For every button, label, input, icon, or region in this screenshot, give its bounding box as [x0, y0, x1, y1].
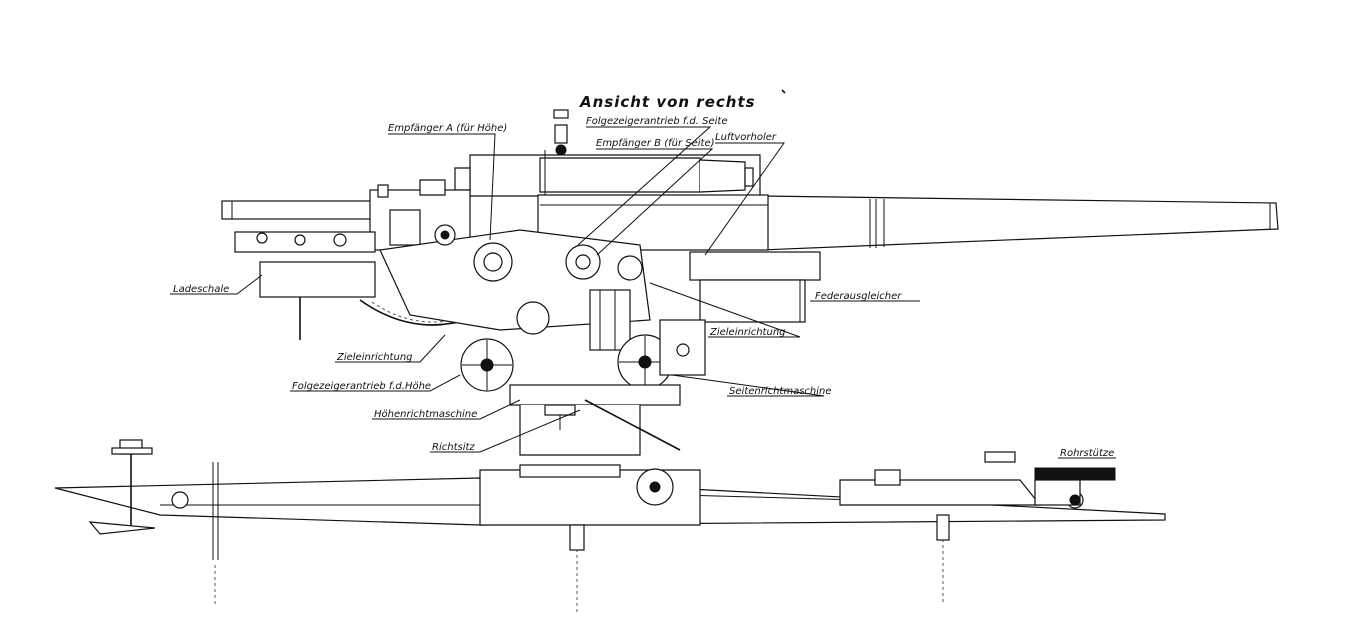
breech-assembly [221, 179, 471, 340]
label-folgezeiger-hoehe: Folgezeigerantrieb f.d.Höhe [292, 381, 431, 392]
label-folgezeiger-seite: Folgezeigerantrieb f.d. Seite [586, 116, 727, 127]
label-ladeschale: Ladeschale [173, 284, 229, 295]
sight-fittings [544, 109, 569, 195]
label-empfaenger-a: Empfänger A (für Höhe) [388, 123, 507, 134]
leader-lines [170, 126, 1116, 459]
label-richtsitz: Richtsitz [432, 442, 475, 453]
stray-mark [781, 89, 786, 94]
label-empfaenger-b: Empfänger B (für Seite) [596, 138, 715, 149]
label-federausgleicher: Federausgleicher [815, 291, 902, 302]
cruciform-carriage [54, 464, 1166, 526]
ground-spikes [569, 514, 950, 615]
barrel-rest [984, 451, 1116, 506]
label-rohrstuetze: Rohrstütze [1060, 448, 1114, 459]
drawing-title: Ansicht von rechts [579, 93, 756, 111]
spring-balancer [699, 279, 806, 323]
left-outrigger-jack [88, 439, 219, 605]
handwheels [460, 319, 706, 392]
label-seitenrichtmaschine: Seitenrichtmaschine [729, 386, 832, 397]
elevation-mechanism [359, 224, 651, 351]
gun-barrel [759, 195, 1279, 251]
pedestal [509, 384, 681, 456]
label-luftvorholer: Luftvorholer [715, 132, 777, 143]
label-zieleinrichtung-left: Zieleinrichtung [336, 352, 413, 363]
label-zieleinrichtung-right: Zieleinrichtung [709, 327, 786, 338]
label-hoehenrichtmaschine: Höhenrichtmaschine [374, 409, 477, 420]
recoil-cylinders [454, 154, 821, 323]
